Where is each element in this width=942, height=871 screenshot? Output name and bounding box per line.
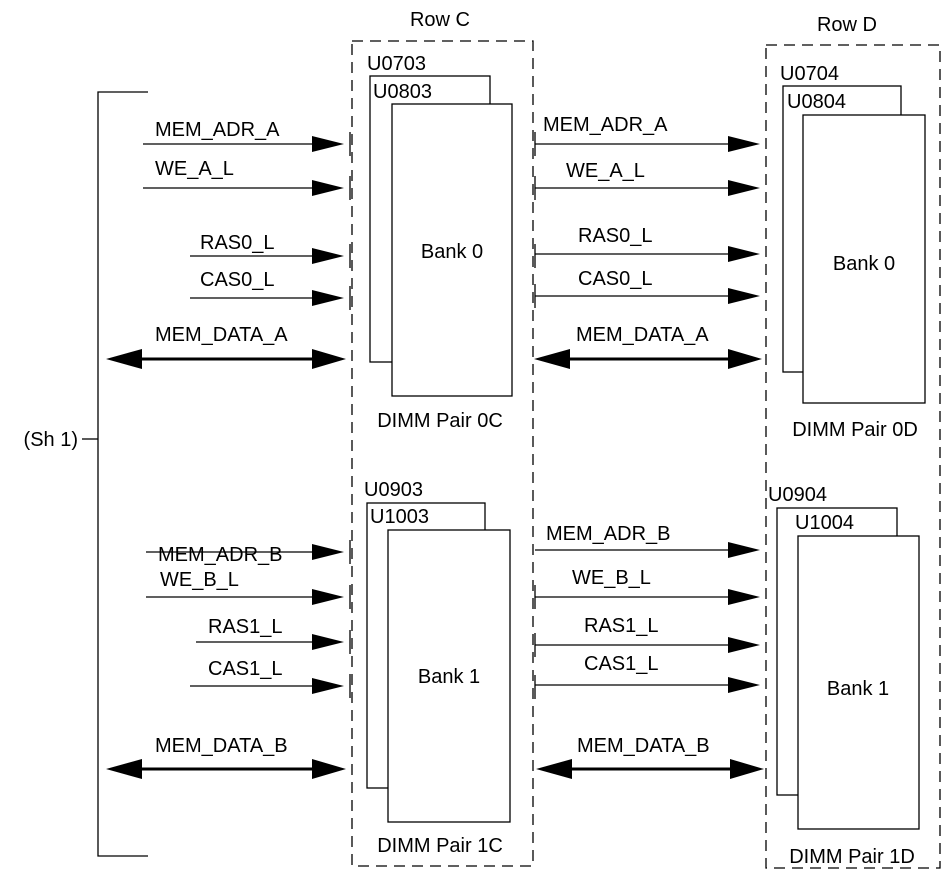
upper-middle-signals: MEM_ADR_A WE_A_L RAS0_L CAS0_L MEM_DATA_… — [534, 114, 762, 369]
chip-bank1-box — [797, 535, 920, 830]
signal-label: MEM_ADR_B — [546, 523, 670, 545]
signal-label: WE_A_L — [155, 158, 234, 180]
signal-label: MEM_DATA_B — [155, 735, 288, 757]
bank1-c-label: Bank 1 — [418, 666, 480, 688]
lower-middle-signals: MEM_ADR_B WE_B_L RAS1_L CAS1_L MEM_DATA_… — [534, 523, 764, 779]
chip-bank0-box — [802, 114, 926, 404]
chip-bank0-box — [391, 103, 513, 397]
signal-label: RAS1_L — [208, 616, 283, 638]
upper-left-signals: MEM_ADR_A WE_A_L RAS0_L CAS0_L MEM_DATA_… — [106, 119, 351, 369]
row-d-title: Row D — [817, 14, 877, 36]
signal-label: CAS0_L — [200, 269, 275, 291]
chip-u0904-label: U0904 — [768, 484, 827, 506]
signal-label: MEM_ADR_A — [543, 114, 668, 136]
bank0-d-label: Bank 0 — [833, 253, 895, 275]
sheet-ref-label: (Sh 1) — [24, 429, 78, 451]
signal-label: MEM_DATA_B — [577, 735, 710, 757]
signal-label: MEM_ADR_A — [155, 119, 280, 141]
dimm-pair-0c: U0703 U0803 Bank 0 DIMM Pair 0C — [367, 53, 513, 432]
signal-label: MEM_DATA_A — [576, 324, 709, 346]
bank0-c-label: Bank 0 — [421, 241, 483, 263]
dimm-pair-1d: U0904 U1004 Bank 1 DIMM Pair 1D — [768, 484, 920, 868]
signal-label: CAS1_L — [584, 653, 659, 675]
dimm-pair-0d: U0704 U0804 Bank 0 DIMM Pair 0D — [780, 63, 926, 441]
dimm-pair-1c-label: DIMM Pair 1C — [377, 835, 503, 857]
row-d-enclosure — [765, 44, 941, 869]
signal-label: WE_B_L — [572, 567, 651, 589]
signal-label: RAS0_L — [578, 225, 653, 247]
row-c-enclosure — [351, 40, 534, 867]
row-c-title: Row C — [410, 9, 470, 31]
signal-label: CAS1_L — [208, 658, 283, 680]
signal-label: MEM_ADR_B — [158, 544, 282, 566]
dimm-pair-1d-label: DIMM Pair 1D — [789, 846, 915, 868]
chip-u0804-label: U0804 — [787, 91, 846, 113]
lower-left-signals: MEM_ADR_B WE_B_L RAS1_L CAS1_L MEM_DATA_… — [106, 540, 351, 779]
signal-label: CAS0_L — [578, 268, 653, 290]
chip-u1004-label: U1004 — [795, 512, 854, 534]
chip-u0704-label: U0704 — [780, 63, 839, 85]
chip-u0903-label: U0903 — [364, 479, 423, 501]
signal-label: MEM_DATA_A — [155, 324, 288, 346]
signal-label: WE_A_L — [566, 160, 645, 182]
chip-bank1-box — [387, 529, 511, 823]
signal-label: WE_B_L — [160, 569, 239, 591]
chip-u0803-label: U0803 — [373, 81, 432, 103]
chip-u1003-label: U1003 — [370, 506, 429, 528]
bank1-d-label: Bank 1 — [827, 678, 889, 700]
dimm-pair-1c: U0903 U1003 Bank 1 DIMM Pair 1C — [364, 479, 511, 857]
sheet-bracket — [97, 91, 148, 857]
chip-u0703-label: U0703 — [367, 53, 426, 75]
signal-label: RAS1_L — [584, 615, 659, 637]
signal-label: RAS0_L — [200, 232, 275, 254]
dimm-pair-0c-label: DIMM Pair 0C — [377, 410, 503, 432]
dimm-pair-0d-label: DIMM Pair 0D — [792, 419, 918, 441]
